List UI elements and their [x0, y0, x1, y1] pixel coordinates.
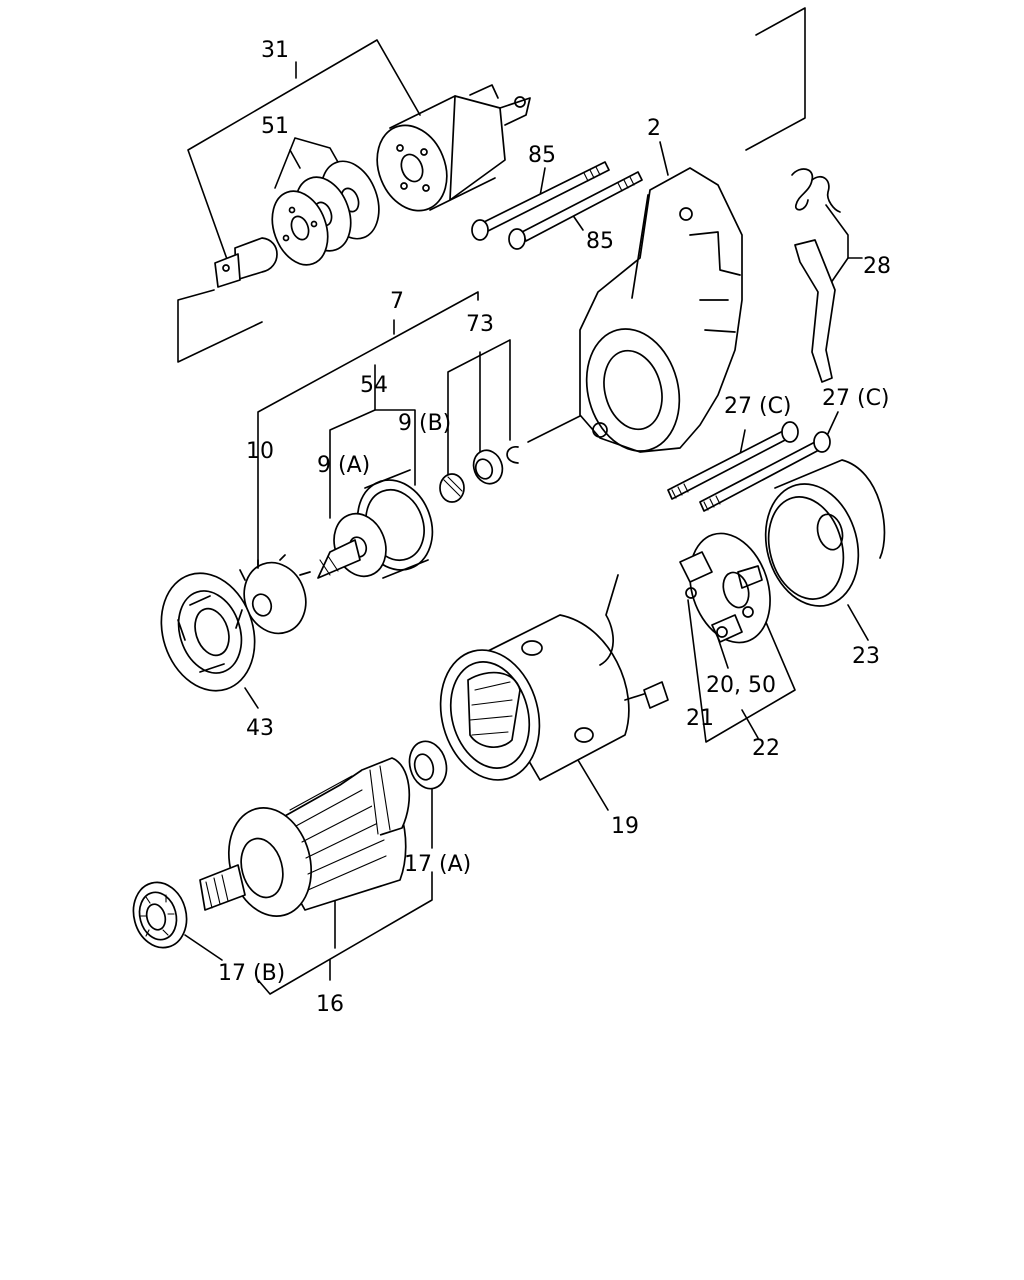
label-51: 51: [261, 114, 289, 139]
label-2: 2: [647, 116, 661, 141]
label-28: 28: [863, 254, 891, 279]
callout-labels: 31 51 85 85 2 28 7 73 54 9 (B) 10 9 (A) …: [218, 38, 891, 1017]
solenoid-switch: [376, 84, 531, 212]
label-27c-left: 27 (C): [724, 394, 792, 419]
stop-ring-73: [439, 446, 519, 503]
solenoid-plunger: [214, 237, 278, 288]
bearing-17a: [408, 740, 448, 790]
through-bolts-27c: [667, 421, 831, 512]
plate-43: [160, 572, 256, 692]
label-10: 10: [246, 439, 274, 464]
label-27c-right: 27 (C): [822, 386, 890, 411]
label-73: 73: [466, 312, 494, 337]
label-43: 43: [246, 716, 274, 741]
label-22: 22: [752, 736, 780, 761]
drive-housing: [579, 167, 743, 453]
label-7: 7: [390, 289, 404, 314]
label-9b: 9 (B): [398, 411, 451, 436]
label-16: 16: [316, 992, 344, 1017]
lever-spring-28: [791, 168, 841, 383]
label-31: 31: [261, 38, 289, 63]
leader-lines: [177, 7, 869, 995]
label-20-50: 20, 50: [706, 673, 776, 698]
label-85-bottom: 85: [586, 229, 614, 254]
label-21: 21: [686, 706, 714, 731]
pinion-gear: [239, 554, 311, 635]
label-85-top: 85: [528, 143, 556, 168]
overrunning-clutch: [317, 469, 434, 579]
solenoid-washers: [271, 160, 380, 266]
label-9a: 9 (A): [317, 453, 370, 478]
brush-holder: [679, 532, 771, 644]
label-19: 19: [611, 814, 639, 839]
bearing-17b: [132, 881, 188, 949]
label-54: 54: [360, 373, 388, 398]
yoke-field-frame: [439, 574, 669, 781]
rear-cover: [764, 459, 886, 607]
label-17b: 17 (B): [218, 961, 285, 986]
armature: [199, 757, 411, 917]
through-bolts-85: [471, 161, 643, 250]
label-17a: 17 (A): [404, 852, 471, 877]
label-23: 23: [852, 644, 880, 669]
